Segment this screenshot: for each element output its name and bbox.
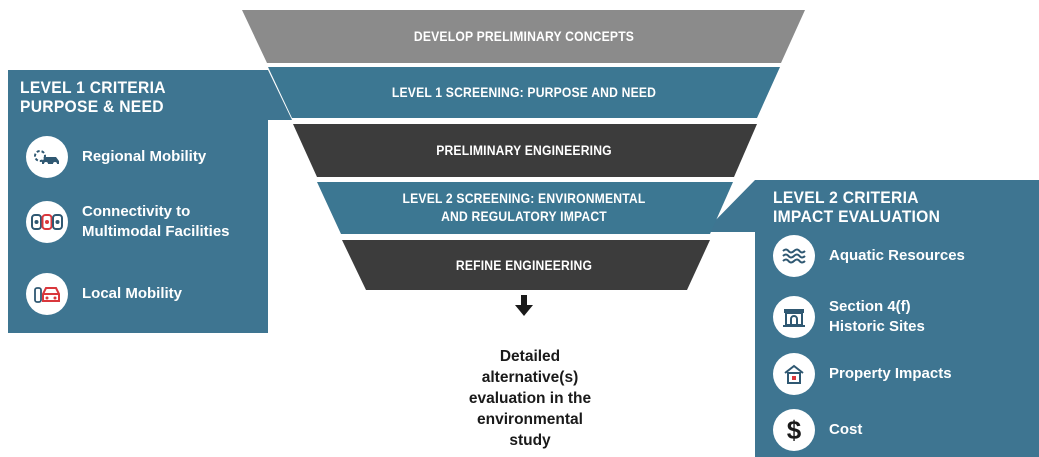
- stage-label-level1: LEVEL 1 SCREENING: PURPOSE AND NEED: [391, 85, 657, 100]
- stage-preliminary-engineering: [293, 124, 757, 177]
- level1-panel-bg: [8, 70, 292, 333]
- criteria-label: Regional Mobility: [82, 148, 207, 165]
- traffic-car-icon: [26, 273, 68, 315]
- criteria-label: Cost: [829, 421, 863, 438]
- house-icon: [773, 353, 815, 395]
- stage-refine-engineering: [342, 240, 710, 290]
- stage-develop-concepts: [242, 10, 805, 63]
- criteria-local-mobility: Local Mobility: [26, 273, 182, 315]
- criteria-label: Aquatic Resources: [829, 247, 965, 264]
- stage-label-level2-b: AND REGULATORY IMPACT: [441, 209, 607, 224]
- criteria-label: Connectivity to Multimodal Facilities: [82, 203, 230, 240]
- criteria-cost: $ Cost: [773, 409, 862, 451]
- level2-title: LEVEL 2 CRITERIA IMPACT EVALUATION: [773, 188, 941, 226]
- stage-label-level2-a: LEVEL 2 SCREENING: ENVIRONMENTAL: [402, 191, 646, 206]
- criteria-section-4f: Section 4(f) Historic Sites: [773, 296, 925, 338]
- criteria-label: Local Mobility: [82, 285, 183, 302]
- criteria-label: Section 4(f) Historic Sites: [829, 298, 925, 335]
- level1-title: LEVEL 1 CRITERIA PURPOSE & NEED: [20, 78, 166, 116]
- dollar-icon: $: [773, 409, 815, 451]
- stage-label-develop: DEVELOP PRELIMINARY CONCEPTS: [413, 29, 635, 44]
- stage-level2-screening: [317, 182, 733, 234]
- criteria-label: Property Impacts: [829, 365, 952, 382]
- water-waves-icon: [773, 235, 815, 277]
- historic-building-icon: [773, 296, 815, 338]
- outcome-text: Detailed alternative(s) evaluation in th…: [468, 348, 592, 449]
- criteria-regional-mobility: Regional Mobility: [26, 136, 206, 178]
- stage-label-prelim: PRELIMINARY ENGINEERING: [436, 143, 612, 158]
- level1-criteria-panel: LEVEL 1 CRITERIA PURPOSE & NEED Regional…: [8, 70, 268, 333]
- level2-criteria-panel: LEVEL 2 CRITERIA IMPACT EVALUATION Aquat…: [755, 180, 1039, 457]
- criteria-connectivity: Connectivity to Multimodal Facilities: [26, 201, 230, 243]
- stage-label-refine: REFINE ENGINEERING: [455, 258, 593, 273]
- stage-level1-screening: [268, 67, 780, 118]
- multimodal-icon: [26, 201, 68, 243]
- criteria-property-impacts: Property Impacts: [773, 353, 952, 395]
- criteria-aquatic-resources: Aquatic Resources: [773, 235, 965, 277]
- down-arrow-icon: [515, 295, 533, 316]
- car-icon: [26, 136, 68, 178]
